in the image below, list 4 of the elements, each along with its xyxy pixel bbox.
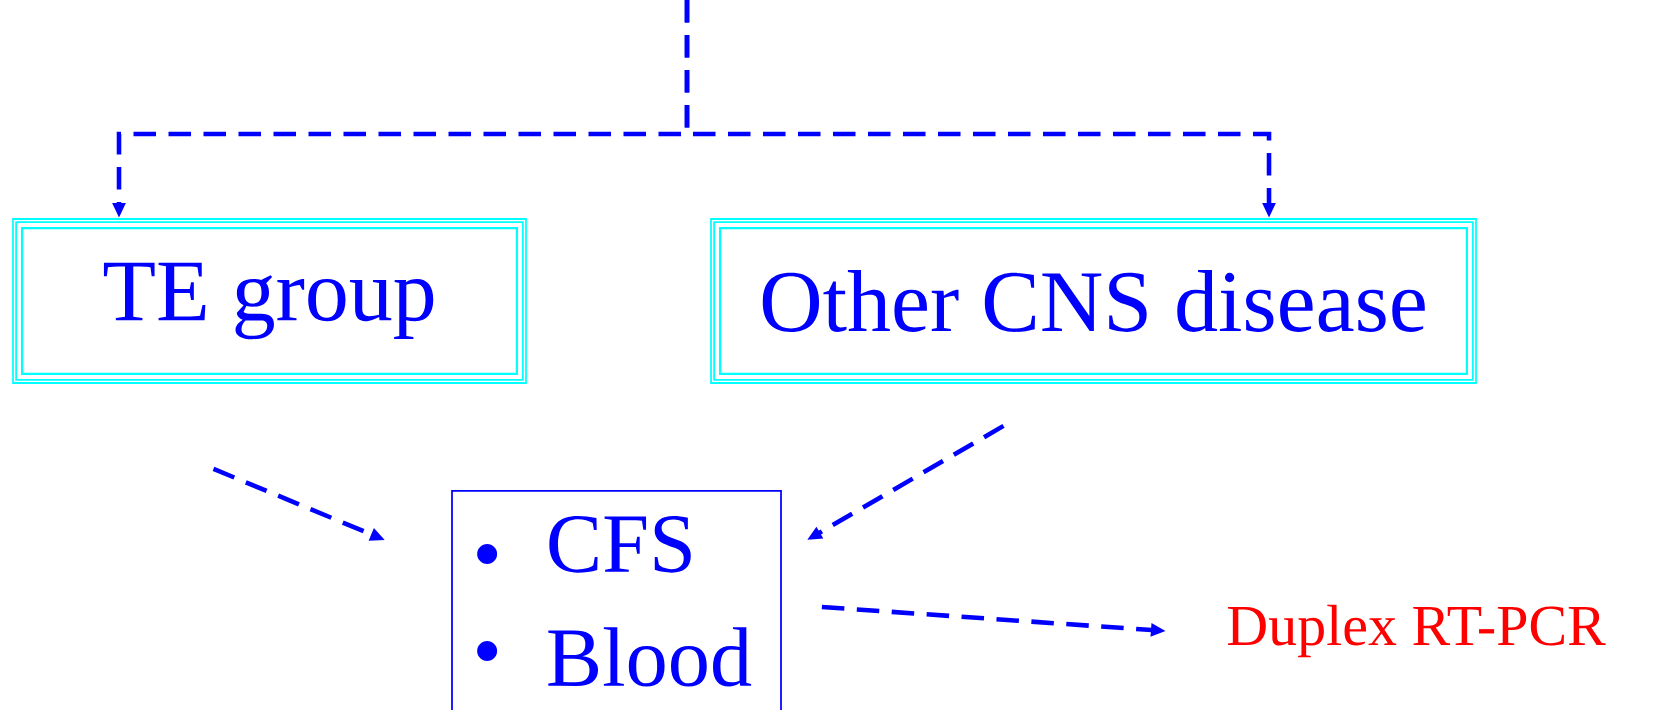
method-label: Duplex RT-PCR <box>1228 604 1606 658</box>
group-box: Other CNS disease <box>710 218 1477 384</box>
sample-box: CFS Blood <box>451 490 782 710</box>
group-box: TE group <box>12 218 527 384</box>
